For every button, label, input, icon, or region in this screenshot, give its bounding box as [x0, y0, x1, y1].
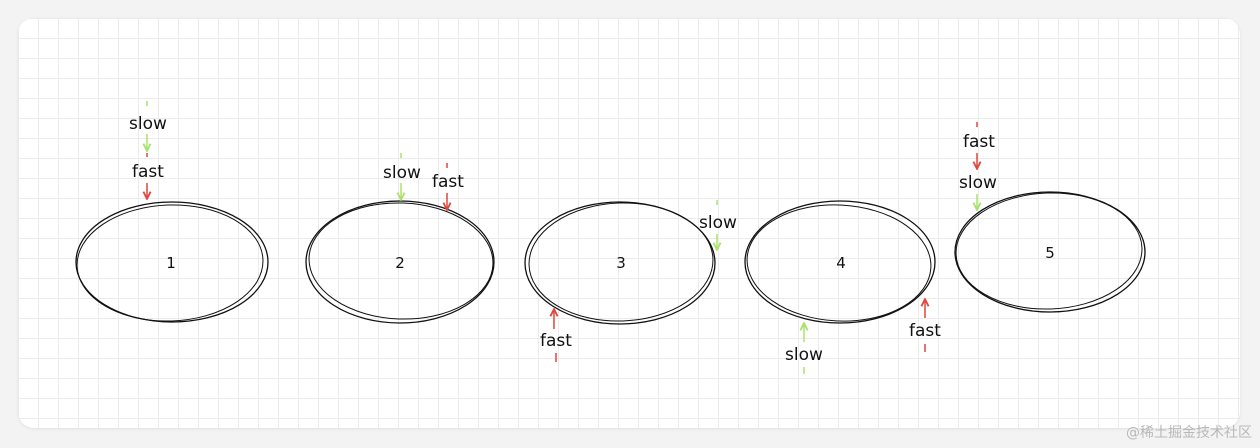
node-label: 1: [166, 254, 176, 272]
slow-label: slow: [129, 114, 167, 134]
pointer-fast-step-5: fast: [963, 122, 995, 168]
pointer-fast-step-3: fast: [540, 310, 572, 362]
pointer-fast-step-1: fast: [132, 153, 164, 198]
diagram-canvas: 1 2 3 4 5 slow: [18, 18, 1240, 428]
pointer-slow-step-3: slow: [699, 200, 737, 249]
node-1: 1: [75, 201, 269, 323]
watermark: @稀土掘金技术社区: [1126, 425, 1252, 441]
fast-label: fast: [909, 321, 941, 341]
node-label: 3: [616, 254, 626, 272]
pointer-slow-step-1: slow: [129, 101, 167, 150]
pointer-slow-step-2: slow: [383, 153, 421, 199]
node-label: 2: [395, 254, 405, 272]
pointer-fast-step-2: fast: [432, 163, 464, 209]
slow-label: slow: [959, 173, 997, 193]
slow-label: slow: [699, 213, 737, 233]
node-label: 5: [1045, 244, 1055, 262]
fast-label: fast: [540, 331, 572, 351]
pointer-slow-step-5: slow: [959, 173, 997, 209]
node-3: 3: [524, 201, 716, 325]
fast-label: fast: [963, 132, 995, 152]
pointer-fast-step-4: fast: [909, 300, 941, 352]
fast-label: fast: [132, 162, 164, 182]
node-4: 4: [744, 200, 936, 324]
slow-label: slow: [383, 163, 421, 183]
pointer-slow-step-4: slow: [785, 324, 823, 374]
node-label: 4: [836, 254, 846, 272]
node-2: 2: [305, 200, 495, 324]
diagram-svg: 1 2 3 4 5 slow: [75, 101, 1146, 374]
slow-label: slow: [785, 345, 823, 365]
node-5: 5: [954, 191, 1146, 313]
fast-label: fast: [432, 172, 464, 192]
